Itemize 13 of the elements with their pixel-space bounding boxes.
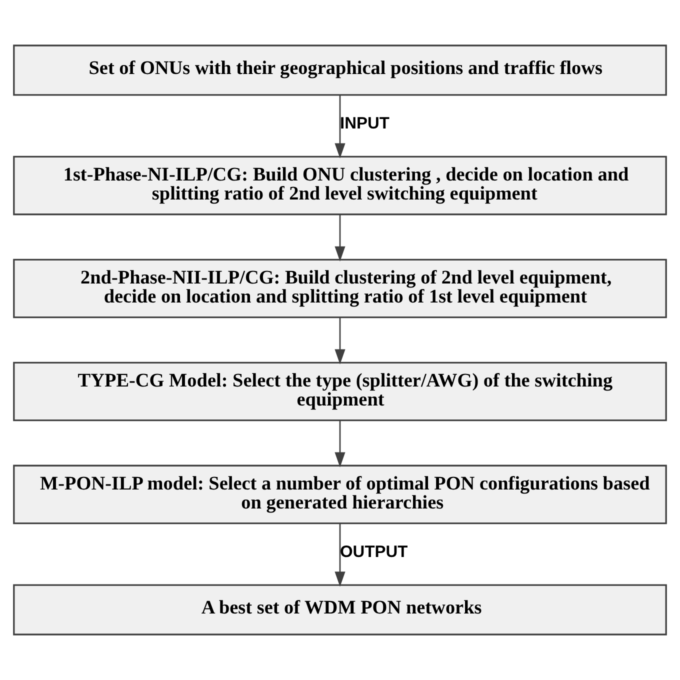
arrow xyxy=(334,420,346,468)
node-box: A best set of WDM PON networks xyxy=(13,584,667,636)
edge-label: OUTPUT xyxy=(340,543,408,562)
arrow xyxy=(334,214,346,262)
node-box: Set of ONUs with their geographical positions and traffic flows xyxy=(13,44,667,96)
arrow xyxy=(334,318,346,364)
arrow xyxy=(334,95,346,158)
arrow xyxy=(334,524,346,587)
node-box: 2nd-Phase-NII-ILP/CG: Build clustering of 2nd level equipment, decide on location and splitting ratio of 1st level equipment xyxy=(13,258,667,318)
node-box: 1st-Phase-NI-ILP/CG: Build ONU clustering , decide on location and splitting ratio of 2nd level switching equipment xyxy=(13,156,667,216)
node-box: TYPE-CG Model: Select the type (splitter/AWG) of the switching equipment xyxy=(13,362,667,422)
edge-label: INPUT xyxy=(340,114,390,133)
node-box: M-PON-ILP model: Select a number of optimal PON configurations based on generated hierarchies xyxy=(13,464,667,524)
